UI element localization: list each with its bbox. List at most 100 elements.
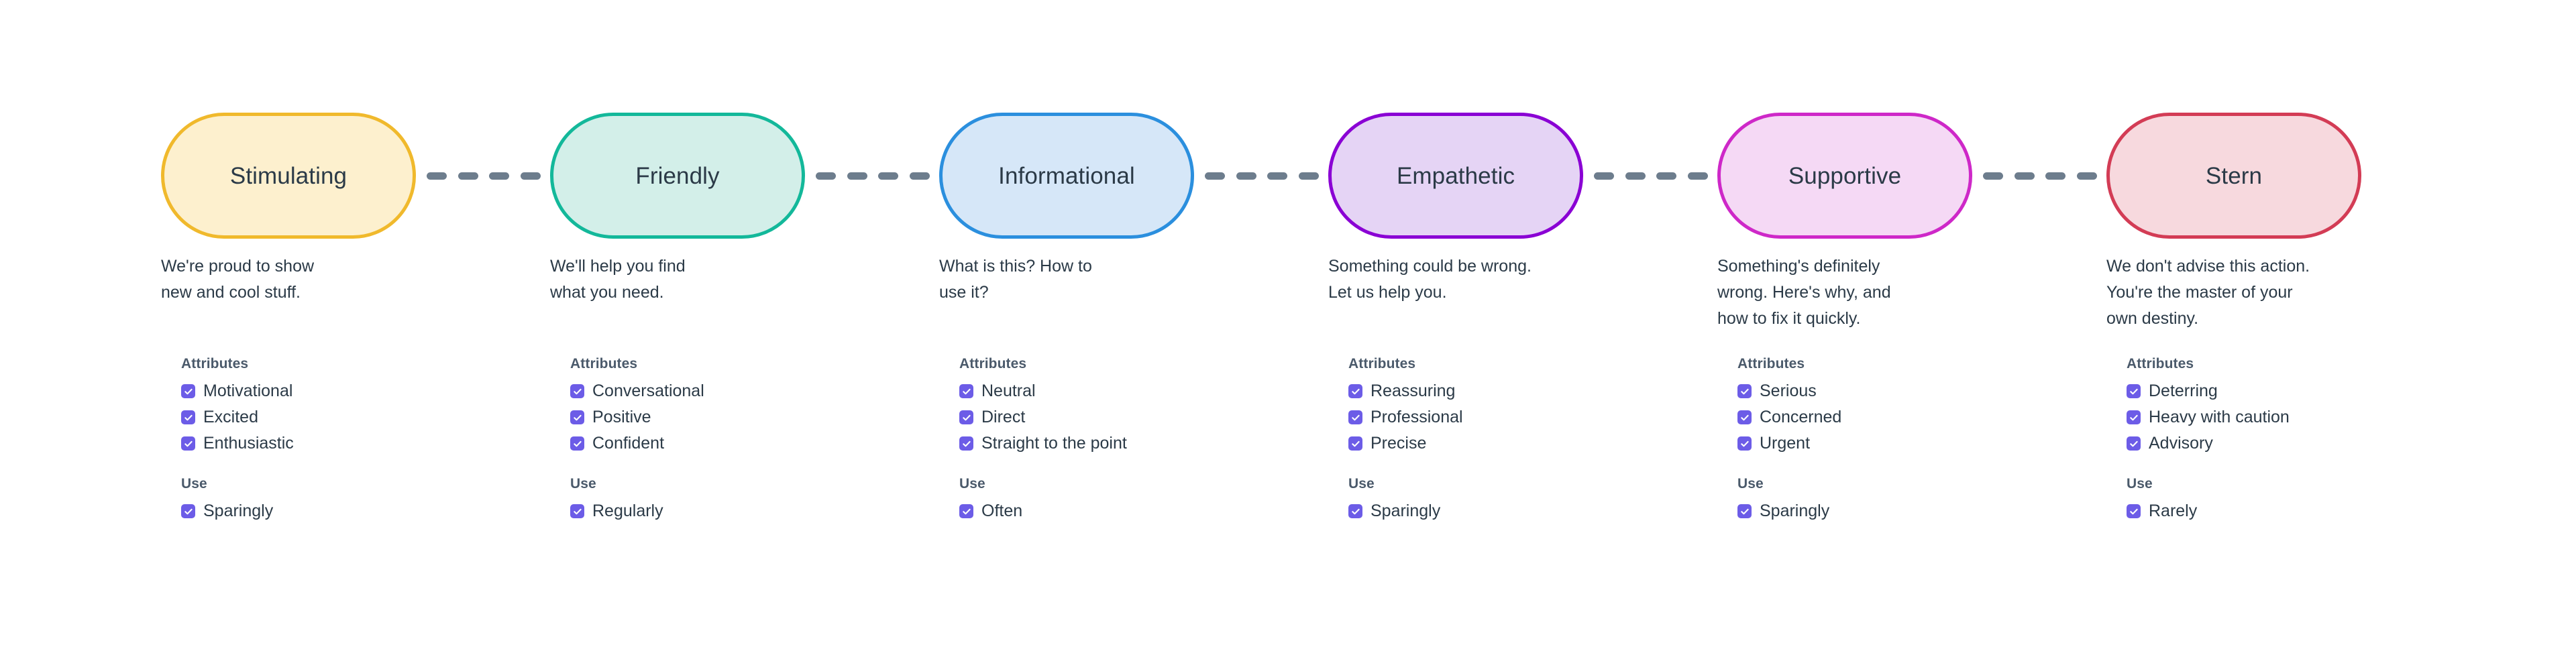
attribute-item[interactable]: Heavy with caution — [2127, 407, 2435, 428]
attribute-label: Positive — [592, 408, 651, 426]
checkbox-checked-icon[interactable] — [570, 410, 584, 424]
checkbox-checked-icon[interactable] — [1348, 436, 1362, 451]
connector-dash — [1625, 172, 1646, 180]
use-item[interactable]: Rarely — [2127, 501, 2435, 522]
use-label: Often — [981, 501, 1023, 520]
attribute-item[interactable]: Professional — [1348, 407, 1657, 428]
attribute-item[interactable]: Enthusiastic — [181, 433, 490, 454]
use-label: Regularly — [592, 501, 663, 520]
checkbox-checked-icon[interactable] — [2127, 410, 2141, 424]
tone-pill[interactable]: Stern — [2106, 113, 2361, 239]
use-label: Sparingly — [1371, 501, 1441, 520]
attributes-heading: Attributes — [1737, 356, 1805, 371]
connector-dash — [1267, 172, 1288, 180]
tone-pill[interactable]: Empathetic — [1328, 113, 1583, 239]
checkbox-checked-icon[interactable] — [959, 410, 973, 424]
checkbox-checked-icon[interactable] — [1737, 504, 1752, 518]
checkbox-checked-icon[interactable] — [1737, 436, 1752, 451]
attribute-item[interactable]: Conversational — [570, 381, 879, 402]
attribute-item[interactable]: Straight to the point — [959, 433, 1268, 454]
tone-pill-label: Stimulating — [229, 162, 347, 189]
checkbox-checked-icon[interactable] — [570, 436, 584, 451]
checkbox-checked-icon[interactable] — [2127, 504, 2141, 518]
attribute-label: Deterring — [2149, 381, 2218, 400]
tone-pill[interactable]: Informational — [939, 113, 1194, 239]
checkbox-checked-icon[interactable] — [2127, 436, 2141, 451]
use-label: Rarely — [2149, 501, 2198, 520]
attribute-label: Precise — [1371, 434, 1427, 453]
attributes-heading: Attributes — [570, 356, 638, 371]
attribute-item[interactable]: Confident — [570, 433, 879, 454]
attribute-item[interactable]: Positive — [570, 407, 879, 428]
checkbox-checked-icon[interactable] — [181, 504, 195, 518]
checkbox-checked-icon[interactable] — [181, 410, 195, 424]
dashed-line-icon — [816, 172, 930, 180]
tone-pill[interactable]: Supportive — [1717, 113, 1972, 239]
checkbox-checked-icon[interactable] — [1737, 384, 1752, 398]
checkbox-checked-icon[interactable] — [959, 504, 973, 518]
checkbox-checked-icon[interactable] — [570, 504, 584, 518]
connector-dash — [1594, 172, 1614, 180]
checkbox-checked-icon[interactable] — [181, 384, 195, 398]
checkbox-checked-icon[interactable] — [959, 436, 973, 451]
attribute-item[interactable]: Advisory — [2127, 433, 2435, 454]
attribute-item[interactable]: Excited — [181, 407, 490, 428]
checkbox-checked-icon[interactable] — [959, 384, 973, 398]
use-item[interactable]: Sparingly — [1348, 501, 1657, 522]
tone-pill[interactable]: Friendly — [550, 113, 805, 239]
checkbox-checked-icon[interactable] — [1348, 410, 1362, 424]
attribute-item[interactable]: Urgent — [1737, 433, 2046, 454]
connector-dash — [2045, 172, 2066, 180]
dashed-line-icon — [427, 172, 541, 180]
checkbox-checked-icon[interactable] — [181, 436, 195, 451]
tone-pill-row: Supportive — [1717, 113, 2106, 239]
use-item[interactable]: Sparingly — [181, 501, 490, 522]
connector-dash — [1298, 172, 1319, 180]
tone-pill-row: Empathetic — [1328, 113, 1717, 239]
use-heading: Use — [959, 476, 985, 491]
attributes-heading: Attributes — [959, 356, 1027, 371]
checkbox-checked-icon[interactable] — [1737, 410, 1752, 424]
checkbox-checked-icon[interactable] — [1348, 504, 1362, 518]
attribute-label: Neutral — [981, 381, 1036, 400]
tone-pill-label: Empathetic — [1396, 162, 1515, 189]
connector-dash — [909, 172, 930, 180]
connector-dash — [520, 172, 541, 180]
attribute-item[interactable]: Direct — [959, 407, 1268, 428]
use-item[interactable]: Often — [959, 501, 1268, 522]
use-item[interactable]: Sparingly — [1737, 501, 2046, 522]
attribute-label: Conversational — [592, 381, 704, 400]
attribute-item[interactable]: Concerned — [1737, 407, 2046, 428]
checkbox-checked-icon[interactable] — [570, 384, 584, 398]
attribute-item[interactable]: Neutral — [959, 381, 1268, 402]
tone-pill-label: Stern — [2205, 162, 2263, 189]
tone-pill[interactable]: Stimulating — [161, 113, 416, 239]
tone-description: Something could be wrong. Let us help yo… — [1328, 257, 1532, 302]
attribute-item[interactable]: Serious — [1737, 381, 2046, 402]
checkbox-checked-icon[interactable] — [1348, 384, 1362, 398]
use-item[interactable]: Regularly — [570, 501, 879, 522]
attribute-item[interactable]: Reassuring — [1348, 381, 1657, 402]
connector-dash — [1687, 172, 1708, 180]
connector-dash — [816, 172, 836, 180]
attribute-item[interactable]: Motivational — [181, 381, 490, 402]
connector-dash — [427, 172, 447, 180]
connector-dash — [458, 172, 478, 180]
checkbox-checked-icon[interactable] — [2127, 384, 2141, 398]
tone-pill-row: Informational — [939, 113, 1328, 239]
attribute-item[interactable]: Deterring — [2127, 381, 2435, 402]
attribute-item[interactable]: Precise — [1348, 433, 1657, 454]
